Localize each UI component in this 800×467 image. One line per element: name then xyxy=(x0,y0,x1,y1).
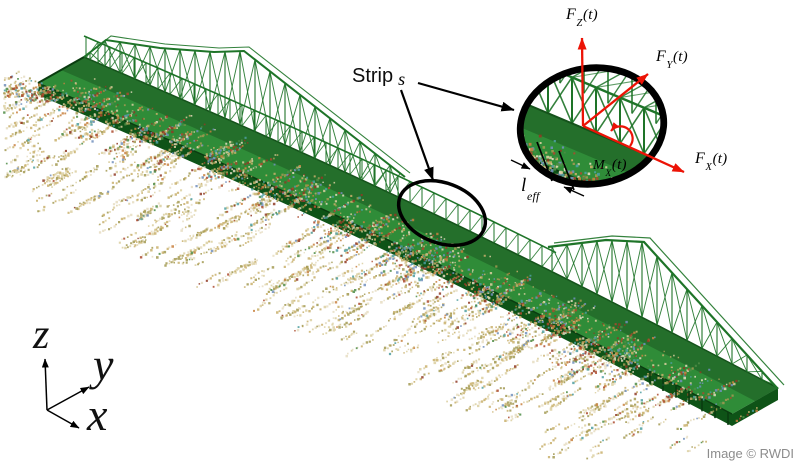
right-tower-truss xyxy=(547,235,785,390)
x-axis-arrow xyxy=(46,409,80,429)
leff-dimension xyxy=(510,141,585,197)
z-axis-arrow xyxy=(41,358,49,411)
strip-pointer-arrows xyxy=(399,81,515,181)
fz-force-arrow xyxy=(577,37,587,127)
magnifier-ring xyxy=(516,64,668,188)
strip-arrow-to-deck xyxy=(399,89,435,181)
leff-tick-right xyxy=(558,150,575,191)
coordinate-axes-triad xyxy=(41,358,90,429)
left-truss xyxy=(83,35,411,198)
leff-tick-left xyxy=(536,141,553,182)
strip-arrow-to-inset xyxy=(417,81,515,112)
leff-dim-arrow-right xyxy=(563,186,585,197)
mx-moment-arrow xyxy=(610,122,634,147)
strip-circle-annotation xyxy=(396,178,488,248)
fy-force-arrow xyxy=(582,73,649,127)
wind-vector-field xyxy=(3,70,758,460)
fx-force-arrow xyxy=(582,124,685,174)
force-arrows xyxy=(577,37,685,174)
leff-dim-arrow-left xyxy=(510,159,531,170)
under-deck-supports xyxy=(649,371,729,425)
y-axis-arrow xyxy=(46,386,90,411)
inset-magnifier-circle xyxy=(516,61,668,191)
